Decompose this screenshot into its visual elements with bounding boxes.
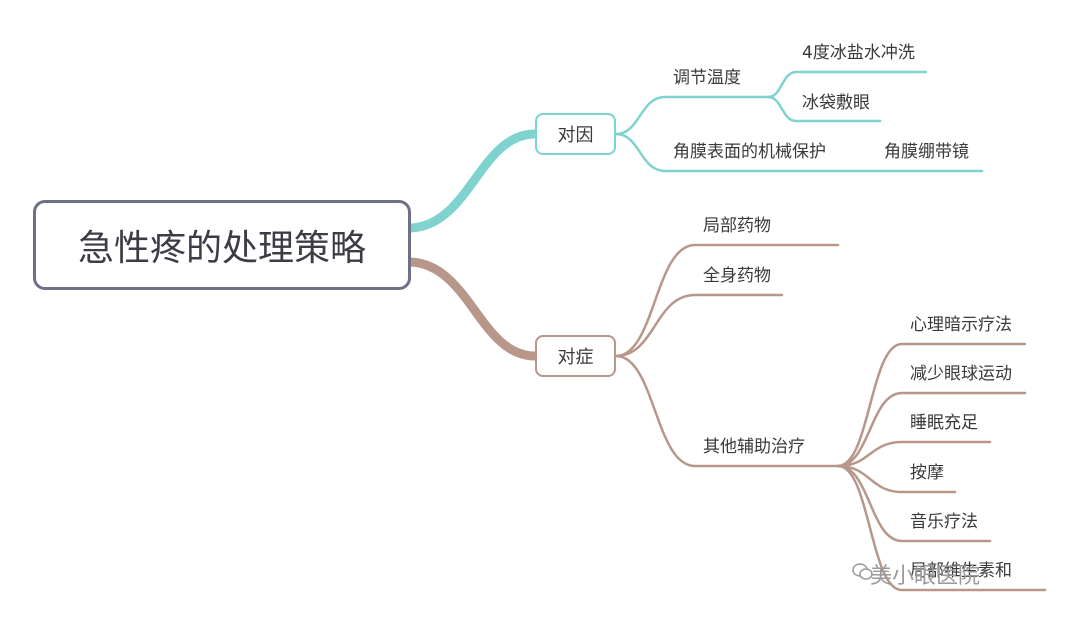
sleep-node[interactable]: 睡眠充足	[910, 413, 978, 433]
systemic-drug-node[interactable]: 全身药物	[703, 266, 771, 286]
aux-to-vitamin-connector	[836, 464, 1047, 592]
aux-therapy-node[interactable]: 其他辅助治疗	[703, 437, 805, 457]
cause-to-mechanical-connector	[614, 132, 879, 173]
root-label: 急性疼的处理策略	[77, 228, 366, 269]
symptom-to-systemic-connector	[614, 293, 784, 358]
aux-to-psych-connector	[836, 342, 1027, 468]
local-drug-node[interactable]: 局部药物	[703, 216, 771, 236]
root-node[interactable]: 急性疼的处理策略	[33, 200, 411, 290]
root-to-symptom-connector	[406, 257, 540, 361]
aux-to-massage-connector	[836, 464, 957, 494]
music-therapy-node[interactable]: 音乐疗法	[910, 512, 978, 532]
psych-suggestion-node[interactable]: 心理暗示疗法	[910, 315, 1012, 335]
temperature-node[interactable]: 调节温度	[673, 68, 741, 88]
cause-label: 对因	[557, 125, 594, 146]
ice-pack-node[interactable]: 冰袋敷眼	[802, 93, 870, 113]
reduce-eye-movement-node[interactable]: 减少眼球运动	[910, 364, 1012, 384]
symptom-node[interactable]: 对症	[535, 335, 616, 377]
symptom-to-aux-connector	[614, 354, 840, 468]
wechat-icon	[852, 563, 873, 580]
mechanical-protection-node[interactable]: 角膜表面的机械保护	[673, 142, 826, 162]
vitamin-node[interactable]: 局部维生素和	[910, 561, 1012, 581]
saline-rinse-node[interactable]: 4度冰盐水冲洗	[802, 43, 915, 63]
temperature-to-icepack-connector	[766, 95, 882, 123]
symptom-to-local-connector	[614, 243, 840, 358]
massage-node[interactable]: 按摩	[910, 463, 944, 483]
bandage-lens-node[interactable]: 角膜绷带镜	[884, 142, 969, 162]
cause-to-temperature-connector	[614, 95, 770, 136]
aux-to-eyemove-connector	[836, 391, 1027, 468]
aux-to-sleep-connector	[836, 440, 992, 468]
root-to-cause-connector	[406, 129, 540, 233]
temperature-to-saline-connector	[766, 70, 928, 99]
symptom-label: 对症	[557, 347, 594, 368]
watermark-text: 美小眼医院	[870, 564, 981, 589]
cause-node[interactable]: 对因	[535, 113, 616, 155]
